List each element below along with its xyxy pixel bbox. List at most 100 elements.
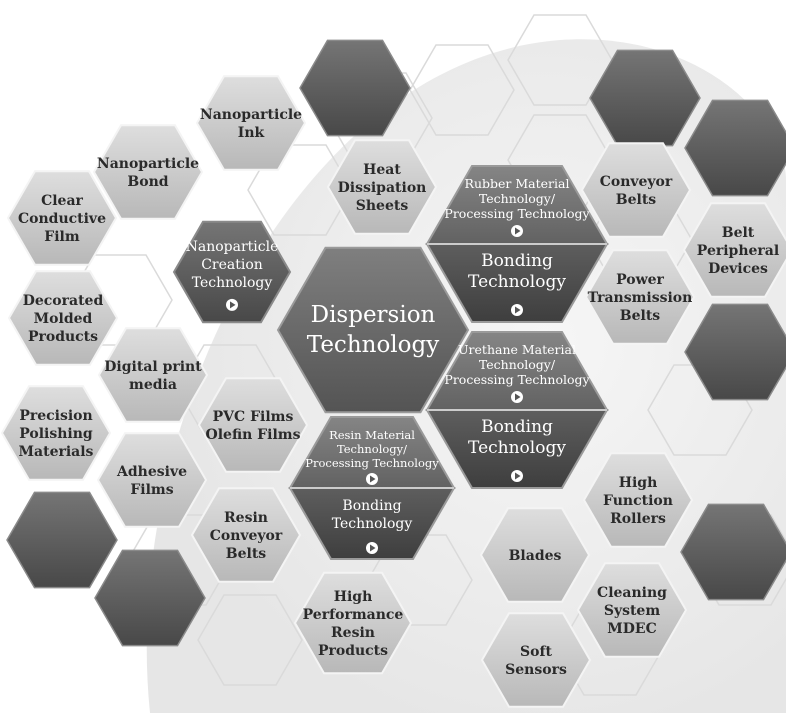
plain-dark-hexagon	[684, 99, 786, 197]
split-bottom-label-line: Bonding	[481, 251, 553, 271]
split-top-label-line: Processing Technology	[444, 206, 590, 221]
outline-hexagon	[247, 144, 353, 236]
play-arrow-icon[interactable]	[366, 542, 378, 554]
hexagon-shape	[580, 142, 692, 238]
hexagon-shape	[7, 270, 119, 366]
hexagon-shape	[582, 452, 694, 548]
play-arrow-icon[interactable]	[511, 225, 523, 238]
plain-dark-hexagon	[684, 303, 786, 401]
center-label-line: Technology	[307, 332, 439, 358]
hexagon-label-line: Nanoparticle	[97, 156, 199, 172]
outline-hexagon	[507, 14, 613, 106]
hexagon-label-line: Belts	[620, 308, 661, 324]
hexagon-label-line: Conductive	[18, 211, 106, 227]
hexagon-label-line: High	[619, 475, 658, 491]
hexagon-shape	[92, 124, 204, 220]
hexagon-shape	[6, 170, 118, 266]
plain-hexagons	[6, 39, 786, 647]
hexagon-label-line: Materials	[19, 444, 94, 460]
play-arrow-icon[interactable]	[511, 470, 523, 482]
hexagon-shape	[195, 75, 307, 171]
play-arrow-icon[interactable]	[511, 391, 523, 404]
hexagon-label-line: Transmission	[588, 290, 693, 306]
hexagon-label-line: Precision	[19, 408, 92, 424]
hexagon-label-line: Sheets	[356, 198, 409, 214]
hexagon-label-line: Peripheral	[697, 243, 779, 259]
play-arrow-icon[interactable]	[511, 304, 523, 316]
outline-hexagon	[197, 594, 303, 686]
hexagon-label-line: Belt	[722, 225, 755, 241]
hexagon-label-line: Molded	[34, 311, 93, 327]
hexagon-label-line: Nanoparticle	[200, 107, 302, 123]
hexagon-label-line: Products	[318, 643, 388, 659]
split-top-label-line: Technology/	[479, 357, 556, 372]
center-hexagon-shape	[276, 246, 470, 414]
split-bottom-label-line: Technology	[468, 438, 566, 458]
split-top-label-line: Resin Material	[329, 428, 415, 442]
hexagon-shape	[480, 612, 592, 708]
hexagon-label-line: Bond	[127, 174, 168, 190]
outline-hexagon	[409, 44, 515, 136]
hexagon-label-line: Products	[28, 329, 98, 345]
hexagon-label-line: Heat	[363, 162, 401, 178]
hexagon-label-line: Devices	[708, 261, 768, 277]
hexagon-label-line: Power	[616, 272, 664, 288]
hexagon-shape	[97, 327, 209, 423]
hexagon-shape	[197, 377, 309, 473]
hexagon-label-line: PVC Films	[213, 409, 294, 425]
hexagon-label-line: Resin	[331, 625, 375, 641]
hexagon-label-line: Film	[44, 229, 80, 245]
hexagon-label-line: System	[604, 603, 661, 619]
hexagon-label-line: Resin	[224, 510, 268, 526]
hexagon-shape	[576, 562, 688, 658]
hexagon-label-line: Digital print	[104, 359, 202, 375]
split-bottom-label-line: Technology	[468, 272, 566, 292]
play-arrow-icon[interactable]	[226, 298, 238, 311]
hexagon-label-line: Conveyor	[600, 174, 673, 190]
plain-dark-hexagon	[680, 503, 786, 601]
hexagon-label-line: Cleaning	[597, 585, 667, 601]
hexagon-blades: Blades	[479, 507, 591, 603]
split-bottom-label-line: Bonding	[481, 417, 553, 437]
hexagon-label-line: Technology	[192, 275, 273, 291]
hexagon-label-line: Nanoparticle	[186, 239, 279, 255]
hexagon-label-line: Belts	[226, 546, 267, 562]
hexagon-label-line: Performance	[303, 607, 404, 623]
hexagon-label-line: Conveyor	[210, 528, 283, 544]
split-top-label-line: Technology/	[337, 442, 407, 456]
hexagon-label-line: Function	[603, 493, 673, 509]
hexagon-shape	[96, 432, 208, 528]
hexagon-label-line: Films	[130, 482, 173, 498]
hexagon-label-line: Dissipation	[338, 180, 427, 196]
hexagon-shape	[326, 139, 438, 235]
play-arrow-icon[interactable]	[366, 472, 378, 485]
hexagon-label-line: Olefin Films	[206, 427, 301, 443]
plain-dark-hexagon	[94, 549, 206, 647]
hexagon-shape	[293, 571, 413, 675]
hexagon-shape	[682, 202, 786, 298]
hexagon-label-line: Polishing	[19, 426, 93, 442]
hexagon-shape	[190, 487, 302, 583]
